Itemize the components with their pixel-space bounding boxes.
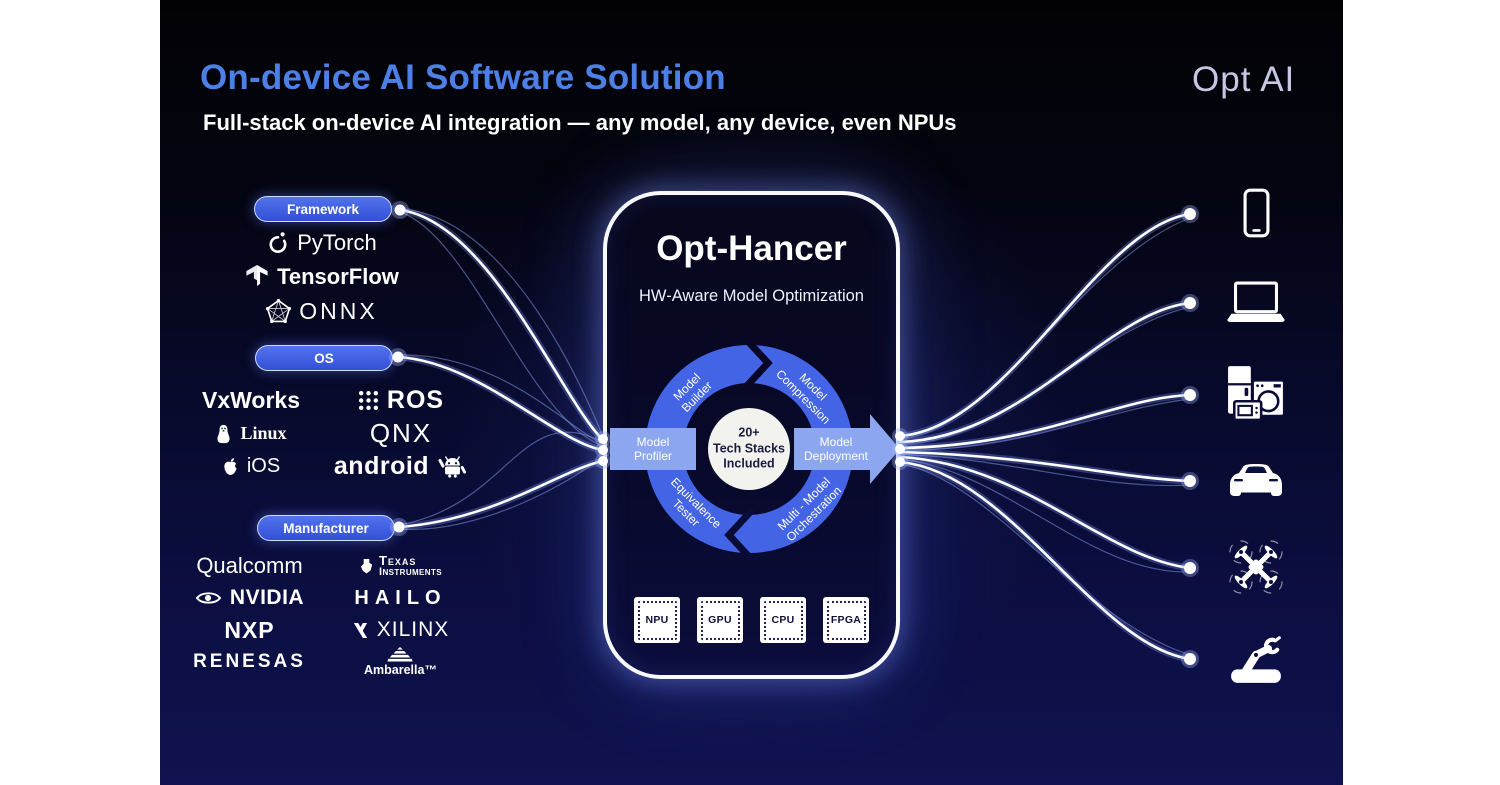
ti-label-line2: Instruments: [378, 566, 442, 579]
hailo-logo: HAILO: [354, 587, 446, 610]
tech-stack-hub: [708, 408, 790, 490]
cpu-chip: CPU: [760, 597, 806, 643]
xilinx-logo: XILINX: [352, 618, 450, 642]
framework-pill: Framework: [254, 196, 392, 222]
os-logo-list: VxWorks ROS Linux QNX iOS: [182, 384, 482, 483]
framework-logo-list: PyTorch TensorFlow ONNX: [188, 228, 456, 326]
opt-hancer-title: Opt-Hancer: [656, 229, 847, 268]
robot-arm-icon: [1227, 632, 1285, 684]
vxworks-label: VxWorks: [201, 387, 300, 413]
renesas-label: RENESAS: [193, 651, 306, 672]
nvidia-label: NVIDIA: [229, 586, 305, 609]
qnx-logo: QNX: [370, 418, 432, 449]
device-car: [1220, 450, 1292, 510]
fpga-chip: FPGA: [823, 597, 869, 643]
pytorch-logo: PyTorch: [188, 228, 456, 258]
device-smartphone: [1220, 183, 1292, 243]
pytorch-label: PyTorch: [297, 230, 377, 255]
texas-instruments-logo: Texas Instruments: [359, 554, 442, 578]
onnx-icon: [266, 298, 292, 324]
drone-icon: [1227, 538, 1285, 596]
xilinx-label: XILINX: [376, 618, 450, 641]
android-logo: android: [334, 452, 468, 481]
nxp-label: NXP: [224, 616, 275, 643]
ambarella-logo: Ambarella™: [364, 647, 437, 677]
qnx-label: QNX: [369, 418, 433, 448]
xilinx-x-icon: [352, 621, 369, 640]
home-appliances-icon: [1226, 364, 1286, 424]
hailo-label: HAILO: [354, 586, 447, 609]
npu-chip: NPU: [634, 597, 680, 643]
ambarella-label: Ambarella™: [364, 663, 437, 677]
device-drone: [1220, 537, 1292, 597]
vxworks-logo: VxWorks: [202, 387, 300, 414]
diagram-stage: On-device AI Software Solution Full-stac…: [160, 0, 1343, 785]
android-label: android: [333, 452, 430, 480]
model-profiler-band: [610, 428, 696, 470]
nvidia-logo: NVIDIA: [195, 586, 304, 610]
nvidia-eye-icon: [195, 589, 222, 607]
page-subtitle: Full-stack on-device AI integration — an…: [203, 110, 957, 135]
qualcomm-label: Qualcomm: [196, 553, 303, 578]
tensorflow-label: TensorFlow: [277, 264, 399, 289]
os-pill: OS: [255, 345, 393, 371]
linux-penguin-icon: [215, 423, 232, 445]
car-icon: [1227, 461, 1285, 499]
ros-logo: ROS: [358, 386, 444, 415]
tensorflow-logo: TensorFlow: [188, 262, 456, 292]
smartphone-icon: [1243, 188, 1270, 238]
ti-icon: [359, 558, 374, 575]
manufacturer-pill-label: Manufacturer: [283, 520, 369, 536]
ios-logo: iOS: [222, 455, 280, 478]
os-pill-label: OS: [314, 350, 334, 366]
linux-label: Linux: [240, 423, 287, 443]
cycle-ring: [610, 334, 900, 564]
ros-label: ROS: [386, 386, 445, 414]
ti-label-line1: Texas: [378, 552, 417, 568]
qualcomm-logo: Qualcomm: [196, 553, 302, 579]
manufacturer-logo-list: Qualcomm Texas Instruments NVIDIA HAILO: [174, 550, 476, 678]
gpu-chip: GPU: [697, 597, 743, 643]
framework-pill-label: Framework: [286, 201, 360, 217]
linux-logo: Linux: [215, 423, 287, 445]
brand-logo: Opt AI: [1192, 60, 1296, 99]
model-deployment-arrow: [794, 414, 900, 484]
nxp-logo: NXP: [224, 617, 274, 644]
android-robot-icon: [437, 455, 468, 478]
ros-dots-icon: [358, 390, 379, 411]
device-laptop: [1220, 272, 1292, 332]
device-home-appliances: [1220, 364, 1292, 424]
opt-hancer-subtitle: HW-Aware Model Optimization: [639, 287, 864, 305]
opt-hancer-panel: Opt-Hancer HW-Aware Model Optimization M…: [603, 191, 900, 679]
ios-label: iOS: [246, 455, 281, 477]
laptop-icon: [1227, 281, 1285, 324]
cycle-arrow-gap-bottom: [724, 506, 756, 564]
tensorflow-icon: [245, 264, 269, 290]
pytorch-icon: [267, 230, 289, 256]
ambarella-pyramid-icon: [386, 647, 414, 662]
tech-stack-hub-label: 20+ Tech Stacks Included: [712, 425, 786, 471]
manufacturer-pill: Manufacturer: [257, 515, 395, 541]
onnx-logo: ONNX: [188, 296, 456, 326]
device-robot-arm: [1220, 628, 1292, 688]
cycle-arrow-gap-top: [741, 334, 773, 392]
onnx-label: ONNX: [299, 297, 378, 324]
page-title: On-device AI Software Solution: [200, 58, 726, 97]
hardware-chip-row: NPU GPU CPU FPGA: [607, 597, 896, 643]
apple-icon: [222, 456, 239, 477]
renesas-logo: RENESAS: [193, 651, 306, 673]
